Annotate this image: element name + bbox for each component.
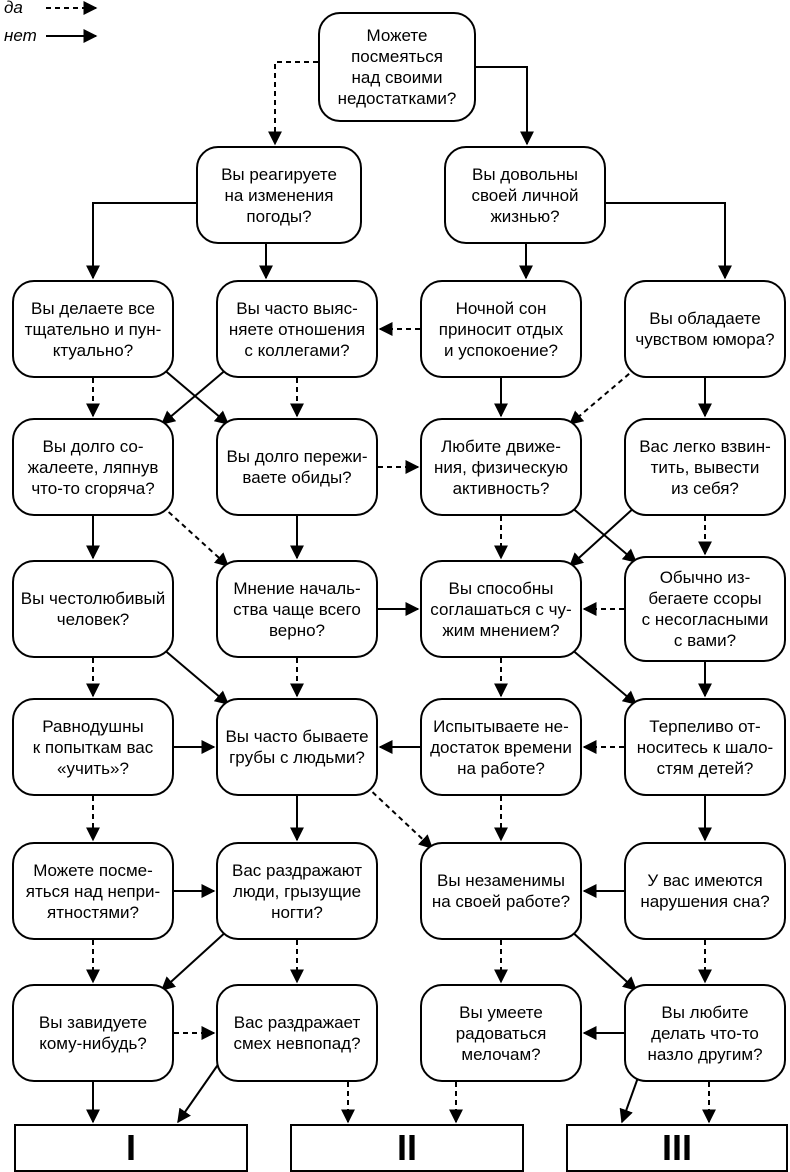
edge-n2-n4-no <box>86 202 196 280</box>
question-node-n14: Вы способны соглашаться с чу- жим мнение… <box>420 560 582 658</box>
question-node-n2: Вы реагируете на изменения погоды? <box>196 146 362 244</box>
edge-n11-n14-no <box>568 505 637 567</box>
edge-n14-n19-no <box>569 647 638 705</box>
question-node-n10: Любите движе- ния, физическую активность… <box>420 418 582 516</box>
edge-n8-n13-yes <box>161 505 230 567</box>
question-node-n6: Ночной сон приносит отдых и успокоение? <box>420 280 582 378</box>
question-node-n1: Можете посмеяться над своими недостаткам… <box>318 12 476 122</box>
question-node-n21: Вас раздражают люди, грызущие ногти? <box>216 842 378 940</box>
question-node-n3: Вы довольны своей личной жизнью? <box>444 146 606 244</box>
question-node-n23: У вас имеются нарушения сна? <box>624 842 786 940</box>
result-box-2: II <box>290 1124 524 1172</box>
question-node-n16: Равнодушны к попыткам вас «учить»? <box>12 698 174 796</box>
question-node-n11: Вас легко взвин- тить, вывести из себя? <box>624 418 786 516</box>
question-node-n7: Вы обладаете чувством юмора? <box>624 280 786 378</box>
edge-n5-n8-no <box>160 367 229 425</box>
edge-n21-n24-no <box>160 929 229 991</box>
edge-n12-n17-no <box>161 647 230 705</box>
legend-yes-label: да <box>4 0 23 17</box>
question-node-n13: Мнение началь- ства чаще всего верно? <box>216 560 378 658</box>
question-node-n9: Вы долго пережи- ваете обиды? <box>216 418 378 516</box>
edge-n22-n27-no <box>569 929 638 991</box>
question-node-n22: Вы незаменимы на своей работе? <box>420 842 582 940</box>
result-box-1: I <box>14 1124 248 1172</box>
question-node-n17: Вы часто бываете грубы с людьми? <box>216 698 378 796</box>
result-box-3: III <box>566 1124 788 1172</box>
question-node-n27: Вы любите делать что-то назло другим? <box>624 984 786 1082</box>
question-node-n4: Вы делаете все тщательно и пун- ктуально… <box>12 280 174 378</box>
edge-n10-n15-no <box>569 505 638 563</box>
edge-n1-n3-no <box>476 66 534 146</box>
legend-no-label: нет <box>4 26 37 45</box>
question-node-n24: Вы завидуете кому-нибудь? <box>12 984 174 1082</box>
question-node-n26: Вы умеете радоваться мелочам? <box>420 984 582 1082</box>
edge-n7-n10-yes <box>568 367 637 425</box>
edge-n3-n7-no <box>606 202 732 280</box>
question-node-n19: Терпеливо от- носитесь к шало- стям дете… <box>624 698 786 796</box>
question-node-n5: Вы часто выяс- няете отношения с коллега… <box>216 280 378 378</box>
question-node-n25: Вас раздражает смех невпопад? <box>216 984 378 1082</box>
edge-n1-n2-yes <box>268 61 318 146</box>
edge-n17-n22-yes <box>365 785 434 849</box>
question-node-n12: Вы честолюбивый человек? <box>12 560 174 658</box>
question-node-n18: Испытываете не- достаток времени на рабо… <box>420 698 582 796</box>
question-node-n8: Вы долго со- жалеете, ляпнув что-то сгор… <box>12 418 174 516</box>
question-node-n20: Можете посме- яться над непри- ятностями… <box>12 842 174 940</box>
question-node-n15: Обычно из- бегаете ссоры с несогласными … <box>624 556 786 662</box>
